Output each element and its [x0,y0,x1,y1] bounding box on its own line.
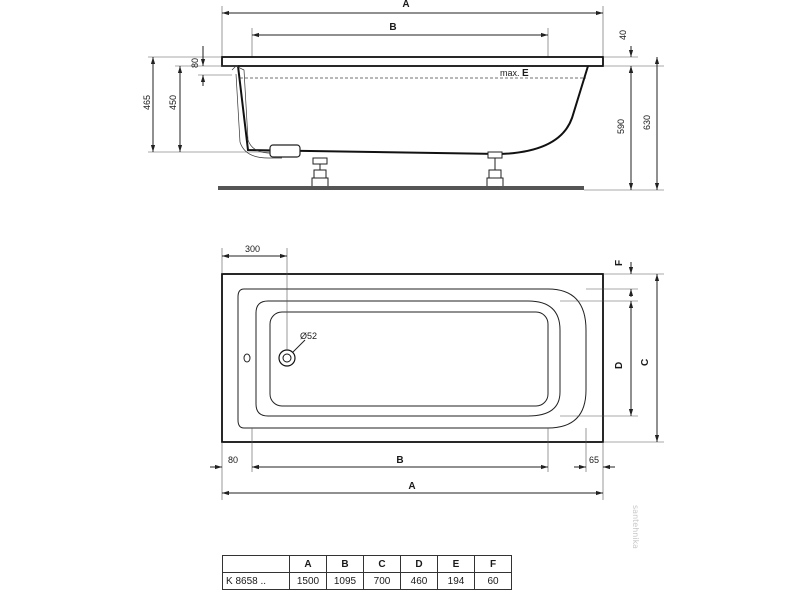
basin-outer [237,288,587,429]
top-dim-drain: Ø52 [300,331,317,341]
spec-value-a: 1500 [289,572,327,590]
water-level-label: max. [500,68,520,78]
watermark: santehnika [631,505,640,549]
side-dim-630: 630 [642,115,652,130]
top-dim-b: B [396,455,403,466]
side-dim-590: 590 [616,119,626,134]
spec-table-row: K 8658 .. 1500 1095 700 460 194 60 [222,572,512,590]
spec-table-header: A B C D E F [222,555,512,573]
top-dim-80: 80 [228,455,238,465]
spec-header-f: F [474,555,512,573]
support-leg-right [486,151,504,189]
spec-value-d: 460 [400,572,438,590]
side-dim-80: 80 [190,58,200,68]
floor-line [218,186,584,190]
side-dim-40: 40 [618,30,628,40]
top-dim-65: 65 [589,455,599,465]
spec-header-cell [222,555,290,573]
spec-value-f: 60 [474,572,512,590]
spec-table: A B C D E F K 8658 .. 1500 1095 700 460 … [222,555,512,590]
spec-header-b: B [326,555,364,573]
top-dim-f: F [614,260,625,266]
top-dim-d: D [614,362,625,369]
top-dim-c: C [640,359,651,366]
tub-body [237,65,589,156]
spec-value-b: 1095 [326,572,364,590]
top-dim-a: A [408,481,415,492]
spec-header-a: A [289,555,327,573]
top-view: Ø52 300 F D C 80 B 65 A [210,244,664,500]
overflow-pipe [231,65,280,154]
spec-value-c: 700 [363,572,401,590]
side-view: A B max. E [142,0,664,191]
spec-header-d: D [400,555,438,573]
side-dim-465: 465 [142,95,152,110]
spec-header-c: C [363,555,401,573]
side-dim-450: 450 [168,95,178,110]
tub-rim [221,56,604,67]
side-dim-b-label: B [389,22,396,33]
spec-value-e: 194 [437,572,475,590]
basin-inner [255,300,561,417]
spec-header-e: E [437,555,475,573]
drain-trap [269,144,301,158]
spec-model-cell: K 8658 .. [222,572,290,590]
top-dim-300: 300 [245,244,260,254]
side-dim-a-label: A [402,0,409,10]
water-level-letter: E [522,68,529,79]
support-leg-left [311,157,329,189]
basin-bottom [269,311,549,407]
